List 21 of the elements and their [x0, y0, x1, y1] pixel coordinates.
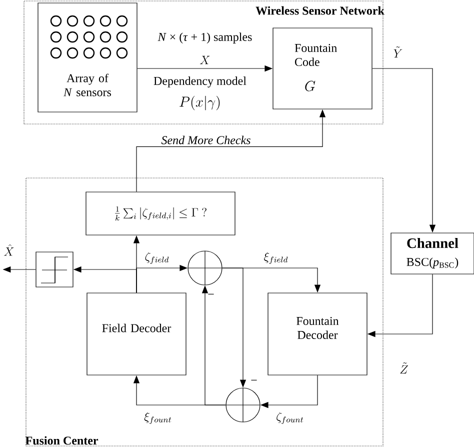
decoder-box: Field Decoder — [86, 292, 186, 376]
edge-label: $\tilde{Z}$ — [400, 362, 408, 374]
model-formula: $P(x|\gamma)$ — [180, 96, 220, 110]
sample-count-label: N × (τ + 1) samples — [158, 32, 252, 44]
edge-label: $X$ — [200, 56, 210, 64]
edge-label: $\zeta_{field}$ — [145, 252, 169, 264]
edge-label: $\xi_{field}$ — [264, 252, 288, 264]
summer-circle — [226, 388, 260, 422]
edge-label: $\zeta_{fount}$ — [276, 412, 304, 424]
model-label: Dependency model — [154, 76, 246, 88]
quantizer-box — [36, 252, 74, 288]
edge-label: Send More Checks — [161, 136, 250, 144]
summer-circle — [188, 250, 222, 286]
encoder-box: Fountain Code $G$ — [272, 28, 372, 110]
sensor-array-box: Array of N sensors — [38, 2, 138, 112]
edge-label: $\hat{X}$ — [4, 244, 14, 256]
edge-label: $\tilde{Y}$ — [394, 46, 402, 58]
decoder-box: Fountain Decoder — [268, 292, 368, 376]
test-box: $\frac{1}{k}\sum_i|\zeta_{field,i}|\leq\Gamma\ ?$ — [86, 192, 236, 236]
edge-label: $\xi_{fount}$ — [144, 412, 172, 424]
channel-box: Channel BSC(p$_{BSC}$) — [390, 232, 474, 274]
